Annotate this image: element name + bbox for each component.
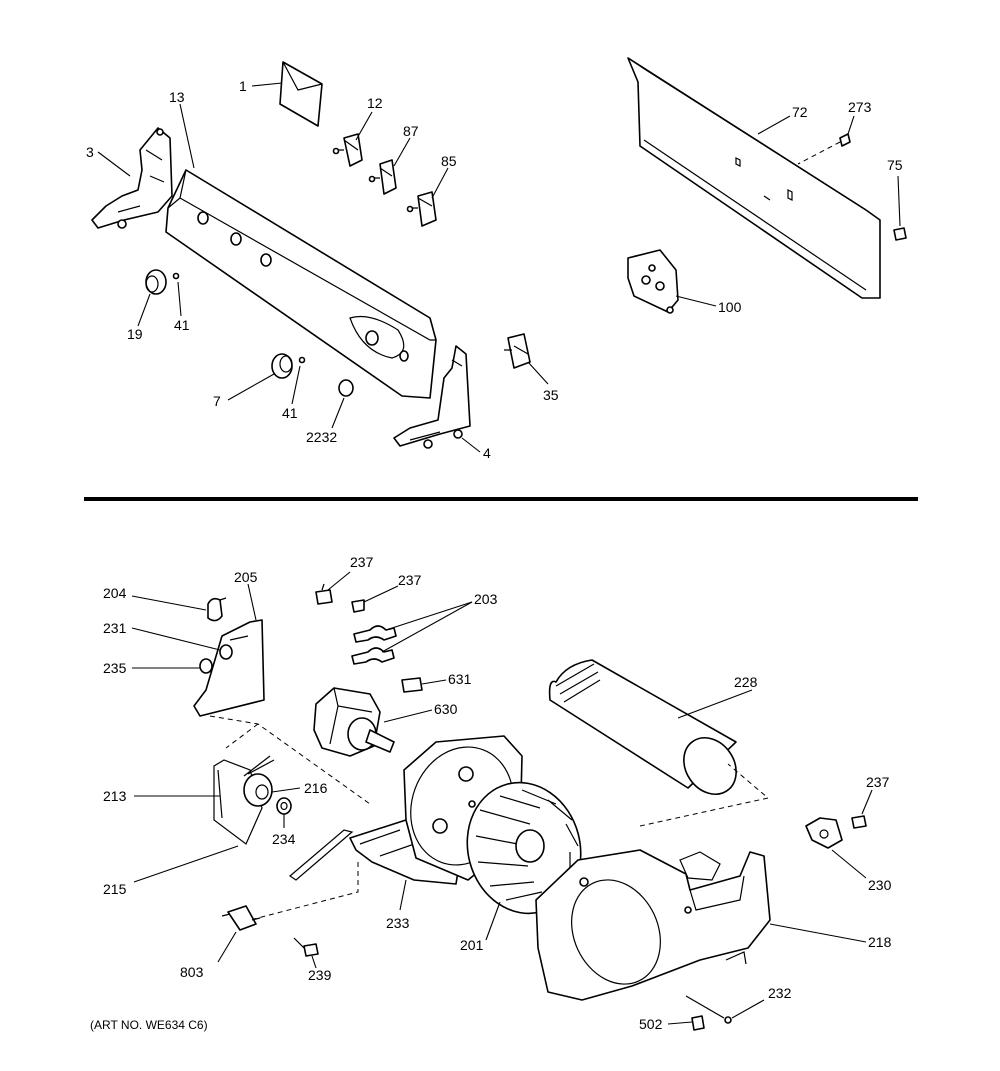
label-237a: 237: [350, 554, 374, 570]
part-205-bracket: [193, 619, 265, 717]
part-203-clip-b: [351, 647, 395, 665]
part-237-screw-c: [851, 815, 867, 829]
part-85-switch: [406, 191, 437, 227]
label-231: 231: [103, 620, 127, 636]
label-237b: 237: [398, 572, 422, 588]
label-12: 12: [367, 95, 383, 111]
part-1-literature: [279, 61, 323, 127]
part-631-connector: [401, 677, 423, 693]
part-2232-cap: [338, 379, 354, 397]
label-41a: 41: [174, 317, 190, 333]
label-13: 13: [169, 89, 185, 105]
part-12-switch: [332, 133, 363, 167]
label-7: 7: [213, 393, 221, 409]
label-213: 213: [103, 788, 127, 804]
part-230-bracket: [805, 817, 843, 849]
part-19-knob: [145, 269, 167, 295]
label-203: 203: [474, 591, 498, 607]
part-228-exhaust-duct: [548, 659, 737, 795]
label-215: 215: [103, 881, 127, 897]
part-41-clip-b: [298, 356, 306, 364]
part-215-rod: [289, 829, 354, 881]
part-232-rod: [685, 995, 732, 1024]
label-631: 631: [448, 671, 472, 687]
label-35: 35: [543, 387, 559, 403]
label-85: 85: [441, 153, 457, 169]
part-41-clip-a: [172, 272, 180, 280]
part-239-screw: [293, 937, 319, 957]
part-3-end-bracket-left: [91, 127, 173, 229]
part-218-blower-housing: [535, 849, 771, 1001]
label-100: 100: [718, 299, 742, 315]
label-237c: 237: [866, 774, 890, 790]
label-228: 228: [734, 674, 758, 690]
label-630: 630: [434, 701, 458, 717]
label-2232: 2232: [306, 429, 337, 445]
part-204-clamp: [207, 597, 227, 622]
label-803: 803: [180, 964, 204, 980]
part-273-screw: [839, 133, 851, 147]
part-203-clip-a: [353, 625, 397, 643]
part-100-terminal-block: [627, 249, 679, 314]
part-72-rear-panel: [627, 57, 881, 299]
part-237-screw-a: [315, 583, 333, 605]
part-502-screw: [691, 1015, 705, 1031]
part-75-screw: [893, 227, 907, 241]
part-234-washer: [276, 797, 292, 815]
label-4: 4: [483, 445, 491, 461]
label-1: 1: [239, 78, 247, 94]
label-239: 239: [308, 967, 332, 983]
label-216: 216: [304, 780, 328, 796]
label-19: 19: [127, 326, 143, 342]
label-205: 205: [234, 569, 258, 585]
label-230: 230: [868, 877, 892, 893]
label-41b: 41: [282, 405, 298, 421]
part-7-knob: [271, 353, 293, 379]
part-237-screw-b: [351, 599, 365, 613]
label-232: 232: [768, 985, 792, 1001]
part-231-screw: [219, 644, 233, 660]
label-204: 204: [103, 585, 127, 601]
part-803-sensor: [221, 905, 261, 931]
art-number: (ART NO. WE634 C6): [90, 1018, 208, 1032]
part-235-screw: [199, 658, 213, 674]
label-235: 235: [103, 660, 127, 676]
part-87-switch: [368, 159, 397, 195]
label-72: 72: [792, 104, 808, 120]
part-4-end-bracket-right: [393, 345, 471, 449]
label-75: 75: [887, 157, 903, 173]
part-35-switch: [504, 333, 531, 369]
label-201: 201: [460, 937, 484, 953]
label-218: 218: [868, 934, 892, 950]
label-3: 3: [86, 144, 94, 160]
part-13-control-panel: [165, 169, 437, 399]
label-273: 273: [848, 99, 872, 115]
part-201-blower-wheel: [466, 781, 582, 915]
part-213-belt: [213, 759, 263, 845]
part-630-timer: [313, 687, 395, 757]
part-216-pulley: [243, 755, 275, 807]
label-234: 234: [272, 831, 296, 847]
label-502: 502: [639, 1016, 663, 1032]
label-233: 233: [386, 915, 410, 931]
label-87: 87: [403, 123, 419, 139]
